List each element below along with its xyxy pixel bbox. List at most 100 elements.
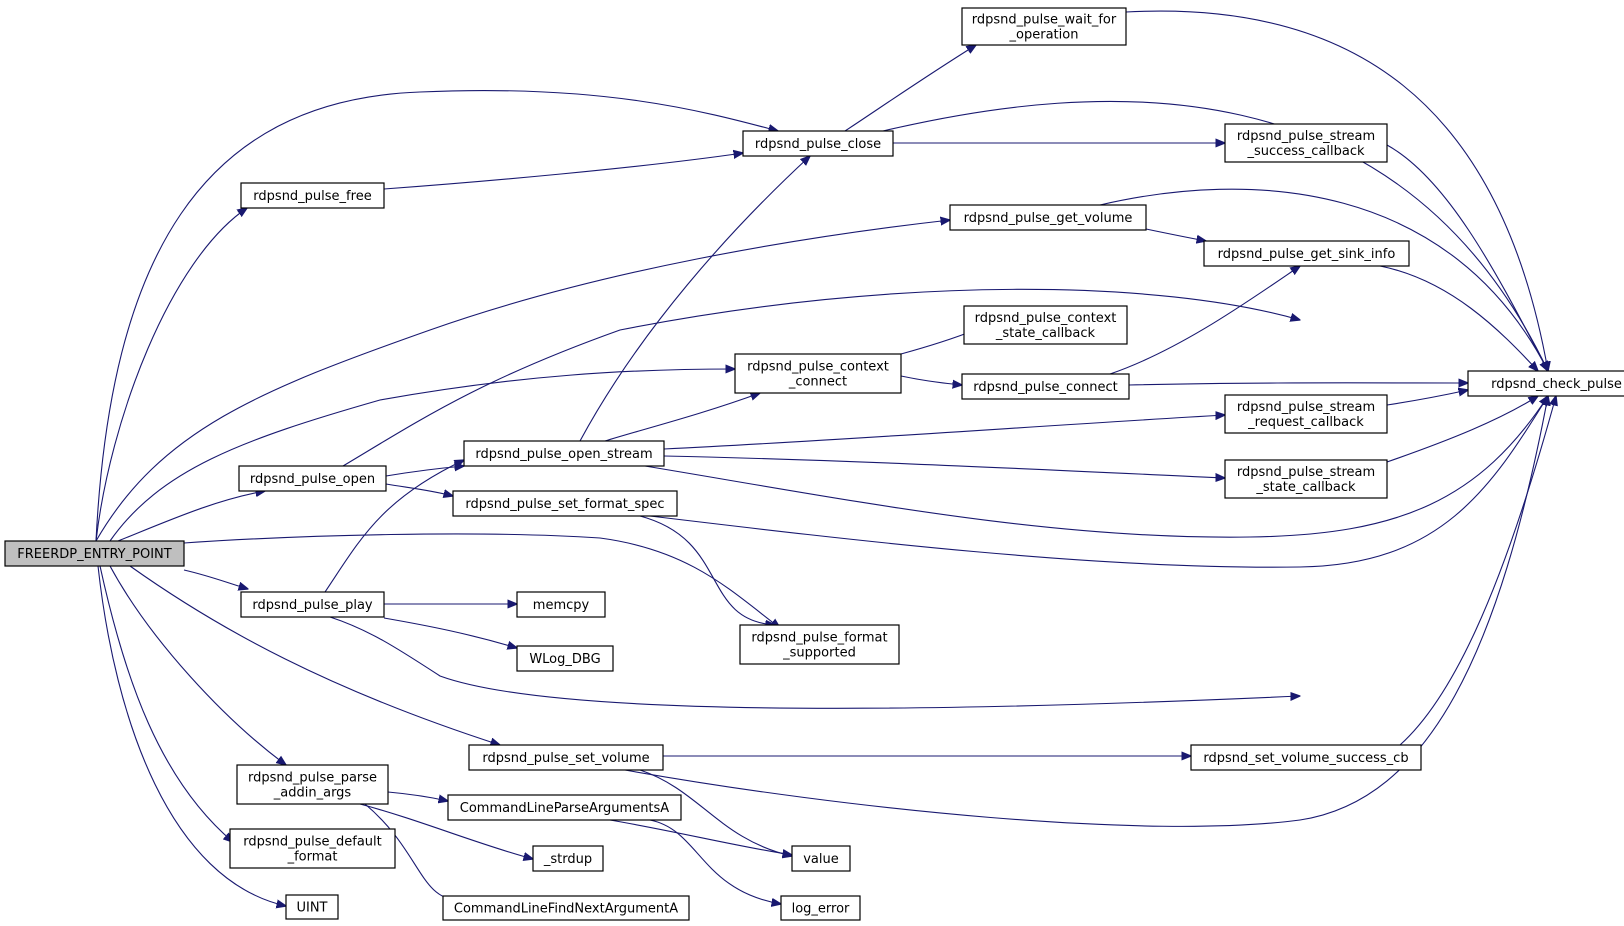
node-check[interactable]: rdpsnd_check_pulse bbox=[1467, 370, 1624, 397]
node-connect[interactable]: rdpsnd_pulse_connect bbox=[961, 373, 1130, 400]
node-cmdparse[interactable]: CommandLineParseArgumentsA bbox=[447, 794, 682, 821]
node-ctxstate[interactable]: rdpsnd_pulse_context_state_callback bbox=[963, 305, 1128, 345]
edge-entry-to-parse bbox=[109, 565, 286, 765]
node-parse[interactable]: rdpsnd_pulse_parse_addin_args bbox=[236, 764, 389, 805]
node-deffmt[interactable]: rdpsnd_pulse_default_format bbox=[229, 828, 396, 869]
node-box bbox=[780, 895, 861, 921]
node-close[interactable]: rdpsnd_pulse_close bbox=[742, 130, 894, 157]
node-label: rdpsnd_pulse_get_sink_info bbox=[1218, 247, 1396, 262]
node-box bbox=[734, 353, 902, 394]
node-open[interactable]: rdpsnd_pulse_open bbox=[238, 465, 387, 492]
node-box bbox=[240, 182, 385, 209]
node-label: _format bbox=[287, 850, 338, 865]
call-nodes: FREERDP_ENTRY_POINTrdpsnd_pulse_freerdps… bbox=[4, 7, 1624, 921]
node-label: WLog_DBG bbox=[529, 652, 600, 667]
edge-openstream-to-streq bbox=[663, 415, 1225, 450]
node-label: value bbox=[803, 852, 839, 867]
node-ststate[interactable]: rdpsnd_pulse_stream_state_callback bbox=[1224, 459, 1388, 499]
node-openstream[interactable]: rdpsnd_pulse_open_stream bbox=[463, 440, 665, 467]
node-label: rdpsnd_pulse_play bbox=[252, 598, 373, 613]
node-box bbox=[963, 305, 1128, 345]
edge-ststate-to-check bbox=[1386, 396, 1538, 463]
node-cmdfind[interactable]: CommandLineFindNextArgumentA bbox=[442, 895, 690, 921]
call-edges bbox=[95, 10, 1556, 906]
node-label: rdpsnd_pulse_set_volume bbox=[482, 751, 649, 766]
node-setvol[interactable]: rdpsnd_pulse_set_volume bbox=[468, 744, 664, 771]
edge-entry-to-ctxconn bbox=[109, 369, 735, 542]
node-label: _state_callback bbox=[995, 326, 1096, 341]
node-label: log_error bbox=[792, 902, 850, 917]
node-ctxconn[interactable]: rdpsnd_pulse_context_connect bbox=[734, 353, 902, 394]
node-box bbox=[739, 624, 900, 665]
edge-entry-to-getvol bbox=[95, 220, 950, 542]
edge-close-to-check bbox=[882, 100, 1548, 371]
node-entry[interactable]: FREERDP_ENTRY_POINT bbox=[4, 540, 185, 567]
edge-openstream-to-close bbox=[579, 156, 810, 442]
node-wlog[interactable]: WLog_DBG bbox=[516, 645, 614, 672]
node-label: _request_callback bbox=[1247, 415, 1364, 430]
edge-open-to-openstream bbox=[385, 466, 464, 477]
node-box bbox=[1203, 240, 1410, 267]
node-label: memcpy bbox=[533, 598, 590, 613]
edge-getvol-to-sinkinfo bbox=[1145, 228, 1206, 241]
node-label: rdpsnd_check_pulse bbox=[1491, 377, 1622, 392]
edge-setfmt-to-check bbox=[649, 396, 1548, 568]
node-uint[interactable]: UINT bbox=[285, 894, 339, 920]
edge-entry-to-fmtsup bbox=[183, 533, 780, 628]
node-label: rdpsnd_pulse_open_stream bbox=[475, 447, 652, 462]
node-memcpy[interactable]: memcpy bbox=[516, 591, 606, 618]
edge-getvol-to-check bbox=[1099, 188, 1548, 371]
node-label: CommandLineFindNextArgumentA bbox=[454, 902, 678, 917]
edge-free-to-close bbox=[383, 153, 743, 190]
node-box bbox=[949, 204, 1147, 231]
edge-entry-to-play bbox=[183, 569, 248, 589]
node-box bbox=[1224, 459, 1388, 499]
node-box bbox=[961, 7, 1127, 46]
node-box bbox=[240, 591, 385, 618]
edge-stsucc-to-check bbox=[1386, 144, 1548, 371]
edge-entry-to-open bbox=[117, 491, 265, 542]
node-box bbox=[463, 440, 665, 467]
node-label: rdpsnd_pulse_free bbox=[253, 189, 371, 204]
node-stsucc[interactable]: rdpsnd_pulse_stream_success_callback bbox=[1224, 123, 1388, 163]
node-label: rdpsnd_pulse_stream bbox=[1237, 129, 1375, 144]
edge-entry-to-deffmt bbox=[99, 565, 233, 842]
node-volcb[interactable]: rdpsnd_set_volume_success_cb bbox=[1190, 744, 1422, 771]
node-getvol[interactable]: rdpsnd_pulse_get_volume bbox=[949, 204, 1147, 231]
node-strdup[interactable]: _strdup bbox=[532, 845, 604, 872]
node-box bbox=[1224, 394, 1388, 434]
edge-connect-to-check bbox=[1128, 383, 1468, 385]
node-free[interactable]: rdpsnd_pulse_free bbox=[240, 182, 385, 209]
node-label: rdpsnd_pulse_context bbox=[975, 311, 1117, 326]
node-label: _addin_args bbox=[273, 786, 352, 801]
node-box bbox=[1224, 123, 1388, 163]
node-box bbox=[442, 895, 690, 921]
node-label: _connect bbox=[788, 375, 847, 390]
edge-connect-to-sinkinfo bbox=[1109, 266, 1300, 375]
node-streq[interactable]: rdpsnd_pulse_stream_request_callback bbox=[1224, 394, 1388, 434]
node-label: rdpsnd_pulse_context bbox=[747, 360, 889, 375]
node-label: rdpsnd_pulse_close bbox=[755, 137, 881, 152]
node-label: rdpsnd_pulse_open bbox=[250, 472, 375, 487]
node-label: rdpsnd_pulse_stream bbox=[1237, 465, 1375, 480]
node-play[interactable]: rdpsnd_pulse_play bbox=[240, 591, 385, 618]
node-label: _strdup bbox=[543, 852, 592, 867]
node-box bbox=[238, 465, 387, 492]
node-wait[interactable]: rdpsnd_pulse_wait_for_operation bbox=[961, 7, 1127, 46]
node-box bbox=[1467, 370, 1624, 397]
node-setfmt[interactable]: rdpsnd_pulse_set_format_spec bbox=[452, 490, 678, 517]
edge-play-to-wlog bbox=[383, 617, 517, 648]
node-label: rdpsnd_pulse_get_volume bbox=[964, 211, 1133, 226]
node-box bbox=[516, 645, 614, 672]
node-box bbox=[1190, 744, 1422, 771]
node-fmtsup[interactable]: rdpsnd_pulse_format_supported bbox=[739, 624, 900, 665]
edge-streq-to-check bbox=[1386, 390, 1468, 406]
node-value[interactable]: value bbox=[791, 845, 851, 872]
node-sinkinfo[interactable]: rdpsnd_pulse_get_sink_info bbox=[1203, 240, 1410, 267]
node-logerr[interactable]: log_error bbox=[780, 895, 861, 921]
edge-setvol-to-value bbox=[639, 769, 792, 856]
node-box bbox=[961, 373, 1130, 400]
edge-volcb-to-check bbox=[1399, 396, 1556, 746]
node-box bbox=[236, 764, 389, 805]
